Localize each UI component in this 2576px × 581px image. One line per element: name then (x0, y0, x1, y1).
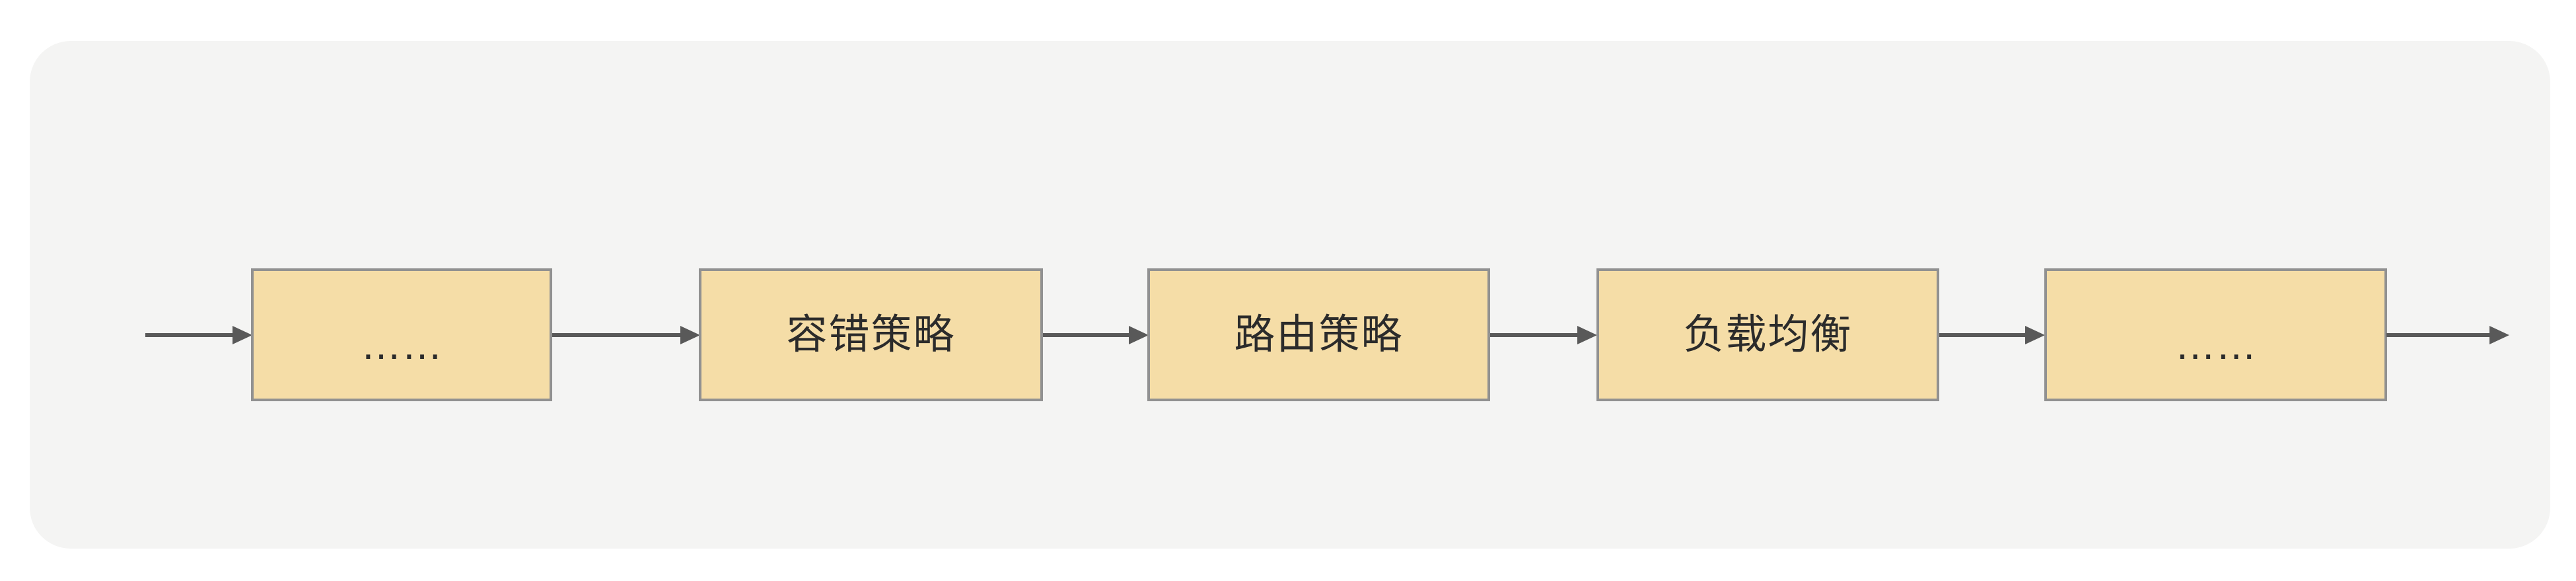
arrow-shaft (552, 333, 681, 337)
diagram-panel: …… 容错策略 路由策略 负载均衡 (30, 41, 2550, 549)
arrow-shaft (1939, 333, 2026, 337)
arrow-node4-to-node5 (1939, 326, 2045, 344)
flow-node-4[interactable]: 负载均衡 (1596, 268, 1939, 401)
flow-node-5-label: …… (2174, 322, 2257, 368)
arrow-head-icon (1129, 326, 1149, 344)
arrow-node3-to-node4 (1490, 326, 1597, 344)
flow-node-2[interactable]: 容错策略 (699, 268, 1043, 401)
arrow-head-icon (233, 326, 252, 344)
flow-node-2-label: 容错策略 (786, 311, 956, 358)
flow-node-3-label: 路由策略 (1234, 311, 1404, 358)
arrow-head-icon (1577, 326, 1597, 344)
arrow-shaft (1490, 333, 1578, 337)
flow-node-1[interactable]: …… (251, 268, 552, 401)
arrow-node2-to-node3 (1043, 326, 1149, 344)
arrow-outbound (2386, 326, 2509, 344)
flow-node-5[interactable]: …… (2044, 268, 2387, 401)
arrow-head-icon (2489, 326, 2509, 344)
arrow-shaft (2386, 333, 2490, 337)
arrow-shaft (145, 333, 233, 337)
arrow-node1-to-node2 (552, 326, 700, 344)
arrow-shaft (1043, 333, 1129, 337)
flow-node-1-label: …… (361, 322, 443, 368)
arrow-head-icon (2025, 326, 2045, 344)
arrow-inbound (145, 326, 252, 344)
arrow-head-icon (680, 326, 700, 344)
flow-node-3[interactable]: 路由策略 (1147, 268, 1490, 401)
flow-node-4-label: 负载均衡 (1683, 311, 1853, 358)
